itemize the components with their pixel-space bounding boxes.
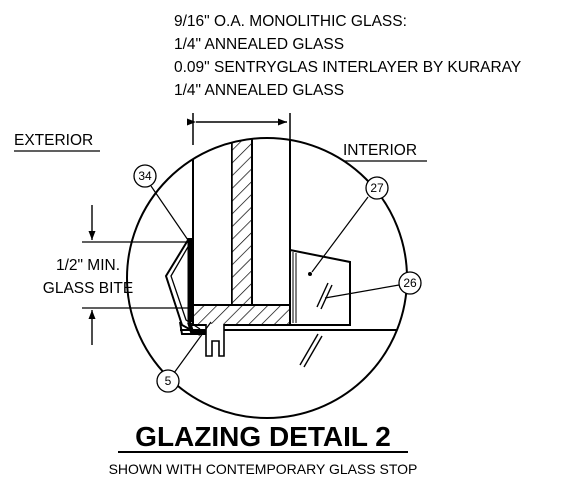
detail-section <box>164 138 407 368</box>
glass-spec-line-3: 0.09" SENTRYGLAS INTERLAYER BY KURARAY <box>174 59 521 76</box>
callout-26: 26 <box>324 271 422 299</box>
callout-5-number: 5 <box>165 374 172 388</box>
glass-bite-dimension: 1/2" MIN. GLASS BITE <box>43 205 190 345</box>
interlayer <box>231 138 253 306</box>
glass-spec-line-2: 1/4" ANNEALED GLASS <box>174 36 344 53</box>
callout-34: 34 <box>133 164 191 244</box>
glass-bite-line-1: 1/2" MIN. <box>56 257 120 274</box>
callout-27: 27 <box>308 176 389 276</box>
setting-block <box>192 304 291 326</box>
detail-subtitle: SHOWN WITH CONTEMPORARY GLASS STOP <box>109 461 418 477</box>
detail-title: GLAZING DETAIL 2 <box>135 421 391 452</box>
glass-spec-line-4: 1/4" ANNEALED GLASS <box>174 82 344 99</box>
inner-glass-lite <box>251 138 291 306</box>
glass-spec-note: 9/16" O.A. MONOLITHIC GLASS: 1/4" ANNEAL… <box>174 13 521 99</box>
glass-spec-line-1: 9/16" O.A. MONOLITHIC GLASS: <box>174 13 407 30</box>
exterior-label: EXTERIOR <box>14 132 93 149</box>
glass-stop <box>289 248 351 326</box>
interior-label: INTERIOR <box>343 142 417 159</box>
anchor-clip <box>205 324 225 357</box>
callout-5: 5 <box>156 321 212 393</box>
callout-34-number: 34 <box>138 169 152 183</box>
callout-26-number: 26 <box>403 276 417 290</box>
glass-bite-line-2: GLASS BITE <box>43 280 133 297</box>
callout-27-number: 27 <box>370 181 384 195</box>
